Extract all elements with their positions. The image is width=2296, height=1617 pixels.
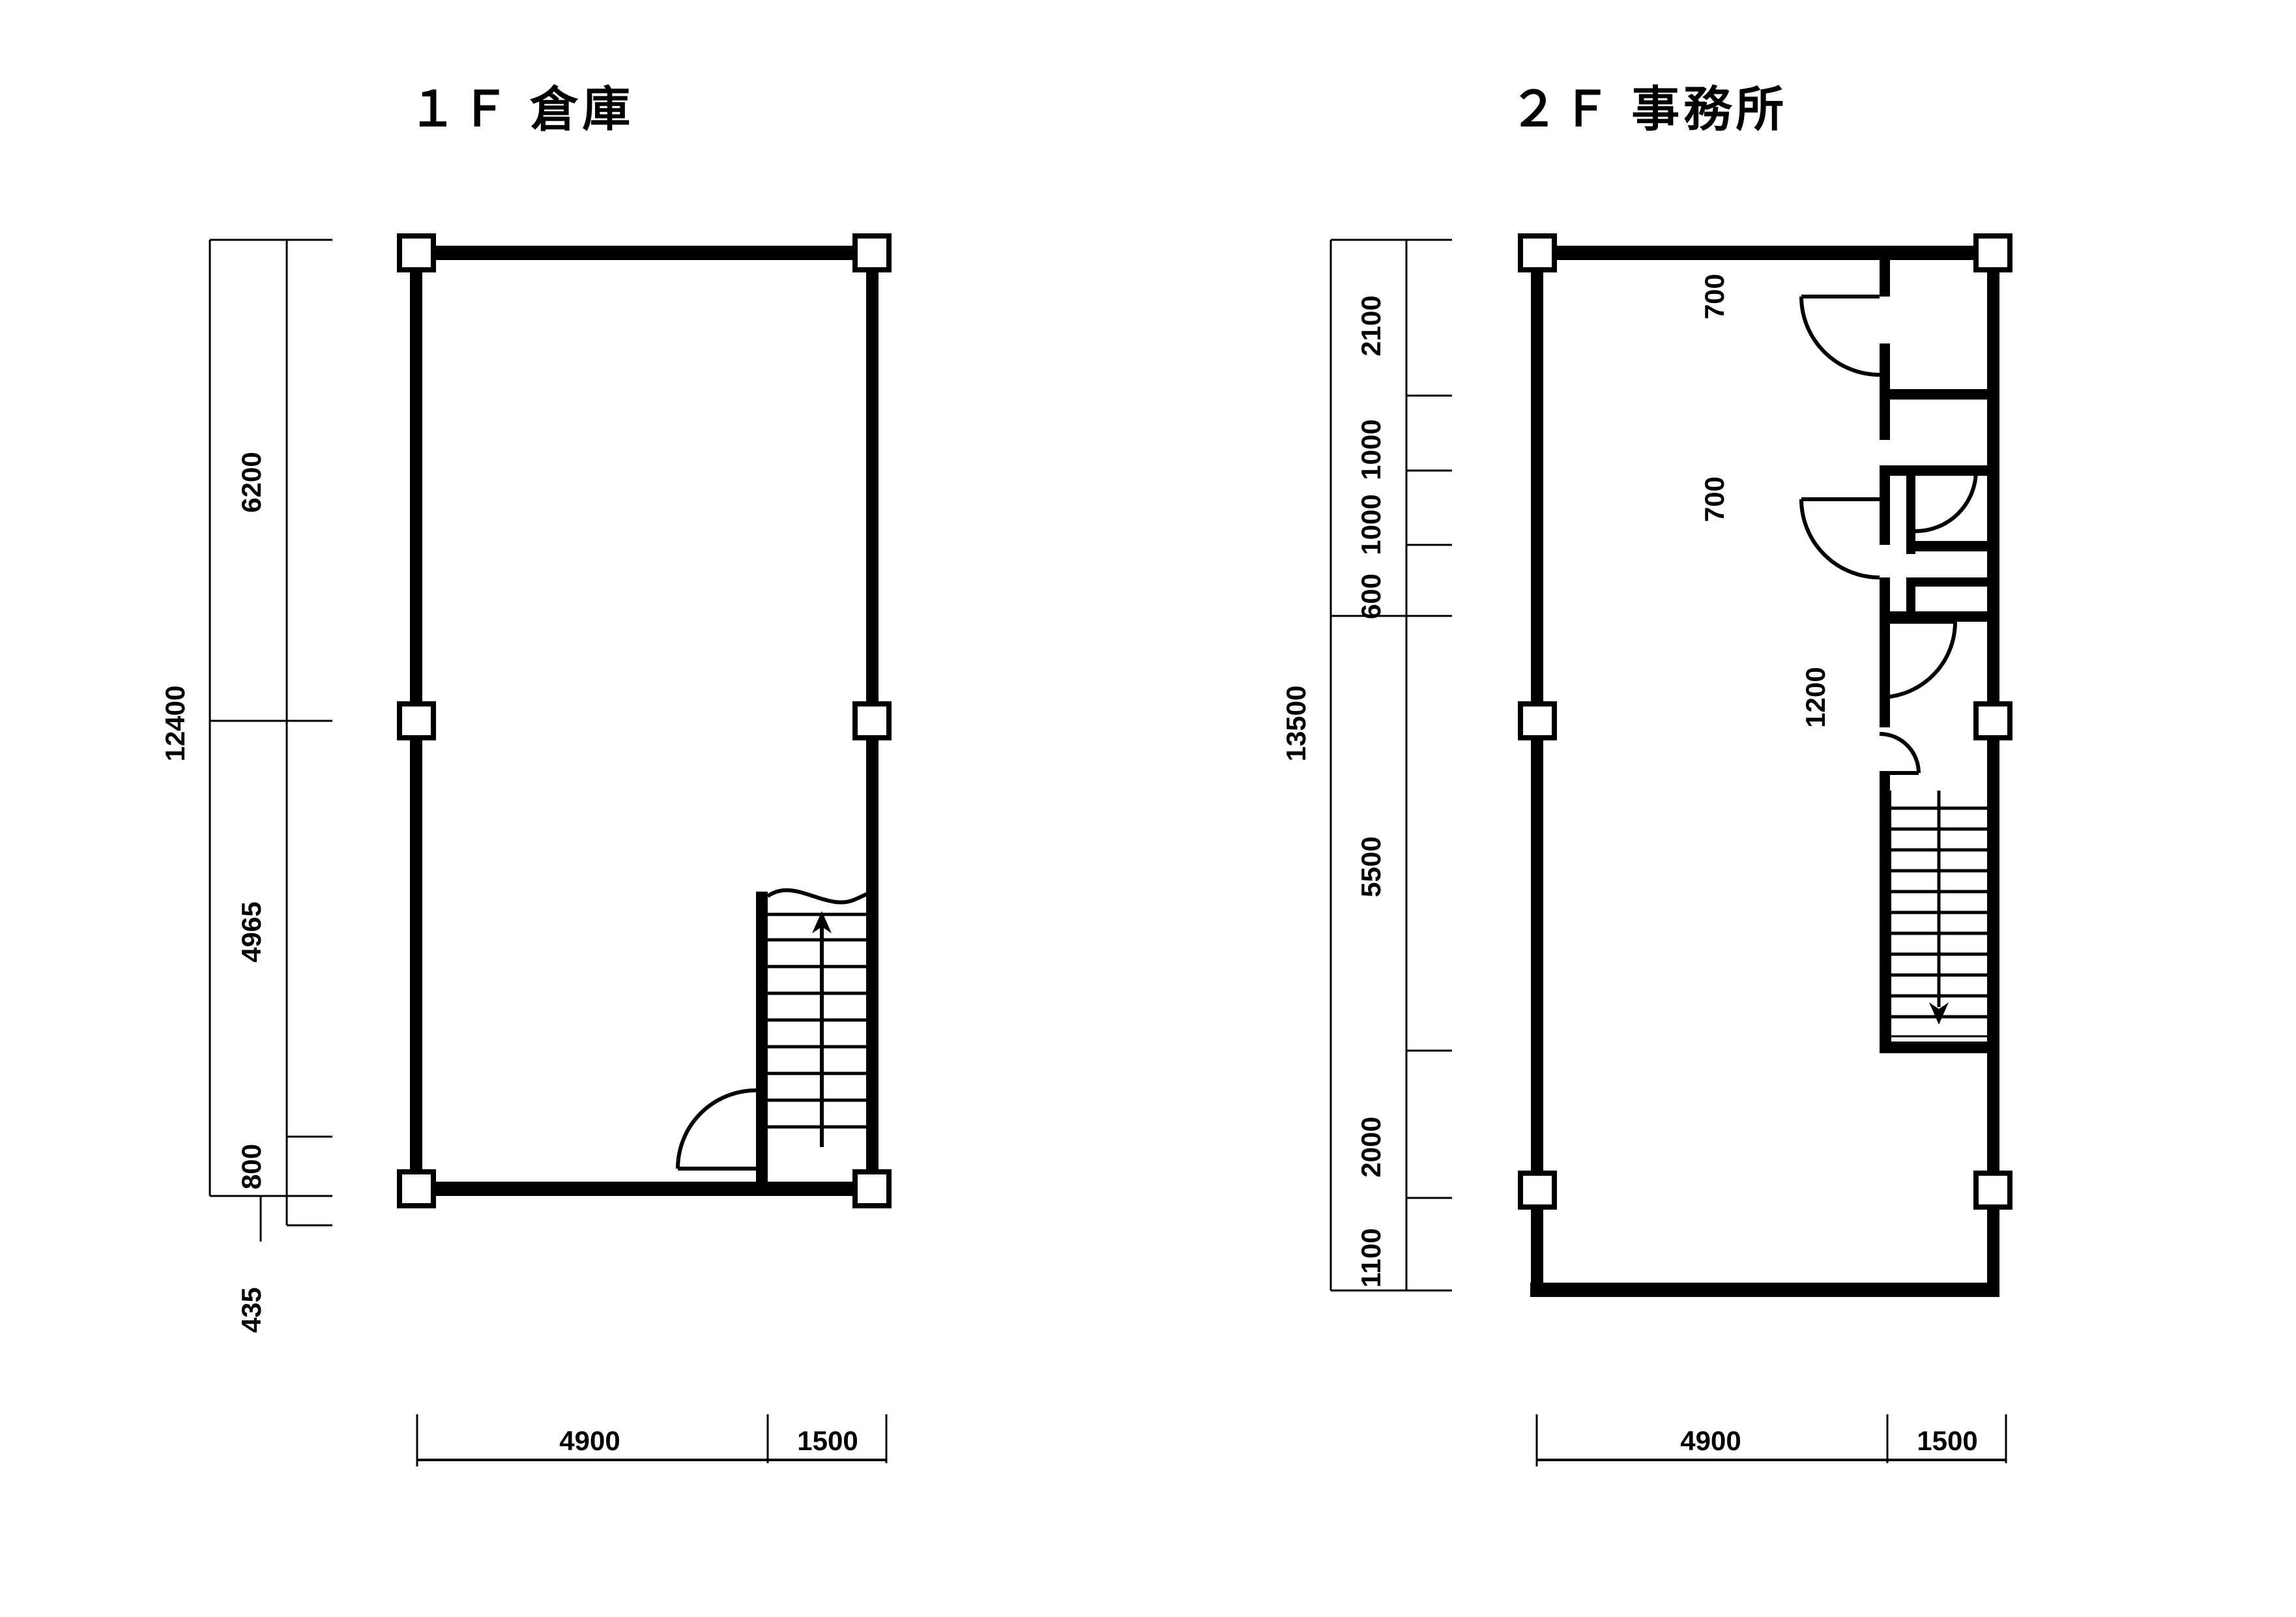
column-2f-top-left (1518, 233, 1557, 272)
dim-door-2f-700-upper: 700 (1699, 274, 1730, 319)
dim-overall-1f: 12400 (160, 686, 190, 762)
column-2f-bottom-right (1973, 1171, 2013, 1210)
dimension-chain-vertical-2f: 13500 2100 1000 1000 600 5500 2000 1100 (1281, 239, 1452, 1292)
dim-seg-1f-435: 435 (236, 1287, 267, 1333)
door-2f-700-lower: 700 (1699, 476, 1880, 579)
dimension-chain-vertical-1f: 12400 6200 4965 800 435 (160, 239, 332, 1333)
door-2f-700-upper: 700 (1699, 274, 1880, 377)
plan-title-2f: ２Ｆ 事務所 (1509, 82, 1788, 136)
dim-width-1f-4900: 4900 (559, 1425, 620, 1456)
dim-seg-2f-600: 600 (1356, 574, 1386, 619)
dim-seg-2f-1000-b: 1000 (1356, 494, 1386, 555)
columns-2f (1518, 233, 2013, 1210)
dim-width-2f-4900: 4900 (1680, 1425, 1741, 1456)
dim-seg-2f-1100: 1100 (1356, 1228, 1386, 1287)
dim-seg-2f-2100: 2100 (1356, 295, 1386, 356)
dim-overall-2f: 13500 (1281, 686, 1311, 762)
dim-seg-2f-1000-a: 1000 (1356, 419, 1386, 480)
dim-door-2f-700-lower: 700 (1699, 476, 1730, 522)
interior-partitions-2f (1880, 246, 1998, 1053)
door-2f-toilet (1915, 469, 1978, 533)
column-2f-mid-left (1518, 701, 1557, 740)
building-outline-2f (1530, 246, 1999, 1297)
dim-width-2f-1500: 1500 (1917, 1425, 1977, 1456)
dimension-chain-horizontal-2f: 4900 1500 (1535, 1414, 2007, 1466)
dim-door-2f-1200: 1200 (1800, 667, 1831, 727)
column-1f-mid-right (852, 701, 892, 740)
dimension-chain-horizontal-1f: 4900 1500 (416, 1414, 888, 1466)
door-1f-entry (676, 1088, 757, 1171)
dim-seg-1f-6200: 6200 (236, 452, 267, 512)
column-2f-mid-right (1973, 701, 2013, 740)
column-2f-bottom-left (1518, 1171, 1557, 1210)
columns-1f (397, 233, 892, 1208)
column-1f-top-right (852, 233, 892, 272)
dim-seg-1f-4965: 4965 (236, 901, 267, 962)
plan-title-1f: １Ｆ 倉庫 (408, 82, 635, 136)
dim-width-1f-1500: 1500 (797, 1425, 858, 1456)
dim-seg-2f-5500: 5500 (1356, 836, 1386, 897)
column-1f-bottom-left (397, 1169, 436, 1208)
stair-enclosure-1f (756, 892, 768, 1196)
column-2f-top-right (1973, 233, 2013, 272)
stair-2f (1891, 791, 1987, 1038)
column-1f-top-left (397, 233, 436, 272)
column-1f-bottom-right (852, 1169, 892, 1208)
stair-1f (766, 888, 879, 1147)
stair-up-arrow-icon (812, 911, 832, 1147)
stair-down-arrow-icon (1929, 1002, 1949, 1025)
door-2f-1200: 1200 (1800, 620, 1957, 775)
dim-seg-2f-2000: 2000 (1356, 1116, 1386, 1177)
dim-seg-1f-800: 800 (236, 1144, 267, 1189)
column-1f-mid-left (397, 701, 436, 740)
